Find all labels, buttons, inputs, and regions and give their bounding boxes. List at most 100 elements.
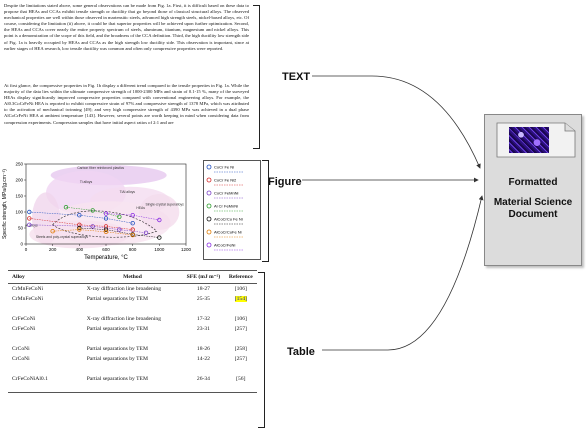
series-line	[29, 224, 147, 234]
output-title-line1: Formatted	[508, 177, 558, 188]
legend-marker	[206, 203, 212, 209]
region-label: Ti alloys	[80, 180, 93, 184]
table-cell-ref: [106]	[234, 286, 247, 292]
table-cell-alloy: CrFeCoNi	[12, 316, 36, 322]
region-label: Al alloys	[25, 223, 38, 227]
table-cell-method: Partial separations by TEM	[86, 376, 148, 382]
data-point	[130, 220, 135, 226]
table-header: Method	[82, 270, 183, 284]
table-row: CrFeCoNi Partial separations by TEM 23-31 […	[8, 324, 257, 334]
y-tick-label: 250	[15, 162, 23, 167]
table-cell-ref: [106]	[234, 316, 247, 322]
data-point	[27, 222, 32, 227]
x-tick-label: 0	[25, 247, 28, 252]
output-title-line2: Material Science	[493, 197, 573, 208]
legend-marker	[206, 177, 212, 183]
table-cell-sfe: 18-27	[196, 286, 210, 292]
table-header: Alloy	[8, 270, 83, 284]
table-block: Alloy Method SFE (mJ m⁻²) Reference CrMn…	[8, 270, 257, 393]
legend-label: CoCr FeMnNi	[214, 190, 239, 195]
data-point	[77, 222, 82, 227]
figure-label: Figure	[268, 176, 302, 188]
x-tick-label: 1000	[154, 247, 165, 252]
table-cell-method: Partial separations by TEM	[86, 346, 148, 352]
output-title: Formatted Material Science Document	[485, 177, 581, 221]
data-point	[77, 213, 82, 218]
hea-envelope	[52, 210, 158, 238]
region-superalloys	[139, 194, 180, 230]
table-cell-method: X-ray diffraction line broadening	[86, 316, 161, 322]
table-cell-method: X-ray diffraction line broadening	[86, 286, 161, 292]
table-header: Reference	[224, 270, 257, 284]
x-axis-label: Temperature, °C	[84, 255, 128, 261]
data-point	[90, 224, 95, 229]
data-point	[90, 208, 95, 213]
table-cell-sfe: 17-32	[196, 316, 210, 322]
legend-label: CoCr Fe Ni	[214, 164, 234, 169]
data-point	[103, 227, 109, 232]
table-arrow	[322, 195, 484, 351]
legend-marker	[206, 216, 212, 222]
table-cell-sfe: 23-31	[196, 326, 210, 332]
table-cell-method: Partial separations by TEM	[86, 356, 148, 362]
data-point	[77, 225, 82, 231]
table-label: Table	[287, 346, 315, 358]
legend-label: AlCoCrFeNi	[214, 242, 235, 247]
x-tick-label: 1200	[181, 247, 192, 252]
region-label: Carbon fiber reinforced plastics	[77, 166, 124, 170]
text-paragraph-2: At first glance, the compressive propert…	[4, 83, 249, 125]
table-cell-sfe: 18-26	[196, 346, 210, 352]
x-tick-label: 400	[76, 247, 84, 252]
x-tick-label: 600	[102, 247, 110, 252]
series-line	[105, 213, 160, 221]
table-cell-ref: [154]	[225, 294, 257, 304]
data-point	[27, 209, 32, 215]
data-point	[103, 211, 109, 216]
legend-label: AlCoCrCu Fe Ni	[214, 216, 243, 221]
y-tick-label: 0	[20, 242, 23, 247]
data-point	[143, 230, 149, 235]
y-tick-label: 50	[18, 226, 24, 231]
data-point	[63, 205, 69, 210]
data-point	[157, 217, 162, 223]
legend-marker	[206, 242, 212, 248]
legend-label: Al Cr FeMnNi	[214, 203, 238, 208]
legend-label: AlCoCrCuFe Ni	[214, 229, 242, 234]
table-header-row: Alloy Method SFE (mJ m⁻²) Reference	[8, 270, 257, 284]
data-point	[50, 228, 55, 234]
table-cell-sfe: 25-35	[196, 296, 210, 302]
legend-marker	[206, 190, 212, 196]
table-cell-alloy: CrCoNi	[12, 346, 30, 352]
y-axis-label: Specific strength, MPa/(g.cm⁻³)	[2, 169, 8, 239]
y-tick-label: 150	[15, 194, 23, 199]
table-cell-ref: [257]	[234, 356, 247, 362]
figure-bracket	[262, 160, 269, 262]
table-cell-ref: [257]	[234, 326, 247, 332]
table-bottom-rule	[8, 384, 257, 393]
text-bracket	[253, 5, 260, 149]
legend-marker	[206, 229, 212, 235]
region-label: TiAl alloys	[120, 190, 136, 194]
text-arrow	[312, 75, 481, 169]
y-tick-label: 100	[15, 210, 23, 215]
data-point	[130, 232, 135, 238]
table-cell-alloy: CrFeCoNi	[12, 326, 36, 332]
highlighted-reference: [154]	[234, 296, 247, 302]
region-label: Single-crystal superalloys	[145, 203, 184, 207]
region-label: HEAs	[136, 206, 145, 210]
output-title-line3: Document	[508, 209, 558, 220]
table-cell-alloy: CrMnFeCoNi	[12, 286, 44, 292]
microstructure-image	[509, 127, 549, 153]
table-cell-method: Partial separations by TEM	[86, 326, 148, 332]
x-tick-label: 200	[49, 247, 57, 252]
series-line	[65, 206, 120, 218]
text-label: TEXT	[282, 71, 311, 83]
table-cell-sfe: 26-34	[196, 376, 210, 382]
